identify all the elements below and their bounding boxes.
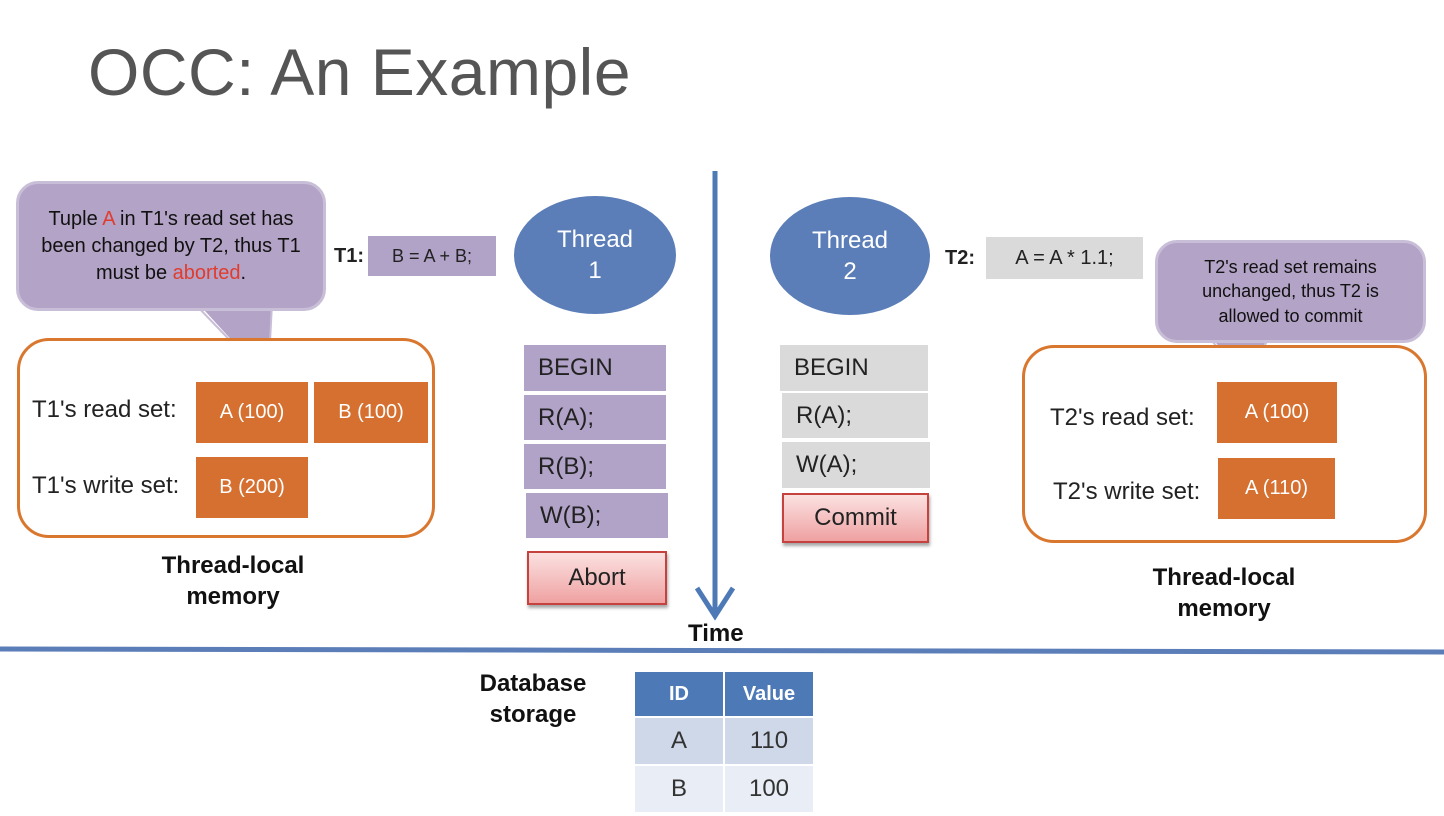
t2-label: T2: (945, 247, 975, 269)
t1-transaction-code: B = A + B; (367, 235, 497, 277)
column-header-id: ID (633, 670, 725, 718)
t2-read-set-label: T2's read set: (1050, 404, 1195, 431)
table-row: A 110 (633, 716, 815, 766)
column-header-value: Value (723, 670, 815, 718)
t2-step: W(A); (781, 441, 931, 489)
database-table: ID Value A 110 B 100 (633, 670, 815, 814)
t2-callout: T2's read set remains unchanged, thus T2… (1155, 240, 1426, 343)
table-cell-id: A (633, 716, 725, 766)
table-row: B 100 (633, 764, 815, 814)
table-cell-id: B (633, 764, 725, 814)
t2-read-set-item: A (100) (1216, 381, 1338, 444)
commit-button[interactable]: Commit (782, 493, 929, 543)
t2-step: R(A); (781, 392, 929, 439)
t1-read-set-label: T1's read set: (32, 396, 177, 423)
t1-read-set-item: B (100) (313, 381, 429, 444)
storage-separator-line (0, 646, 1444, 655)
time-arrow-head (694, 586, 736, 621)
t1-step: R(A); (523, 394, 667, 441)
t1-label: T1: (334, 245, 364, 267)
t1-step: W(B); (525, 492, 669, 539)
t2-write-set-item: A (110) (1217, 457, 1336, 520)
table-cell-value: 100 (723, 764, 815, 814)
abort-button[interactable]: Abort (527, 551, 667, 605)
time-label: Time (688, 620, 744, 647)
t2-transaction-code: A = A * 1.1; (985, 236, 1144, 280)
t2-write-set-label: T2's write set: (1053, 478, 1201, 505)
t1-step: R(B); (523, 443, 667, 490)
t1-step: BEGIN (523, 344, 667, 392)
t1-write-set-item: B (200) (195, 456, 309, 519)
t1-write-set-label: T1's write set: (32, 472, 180, 499)
t1-callout: Tuple A in T1's read set has been change… (16, 181, 326, 311)
t1-read-set-item: A (100) (195, 381, 309, 444)
page-title: OCC: An Example (88, 35, 632, 109)
t2-step: BEGIN (779, 344, 929, 392)
table-cell-value-changed: 110 (723, 716, 815, 766)
